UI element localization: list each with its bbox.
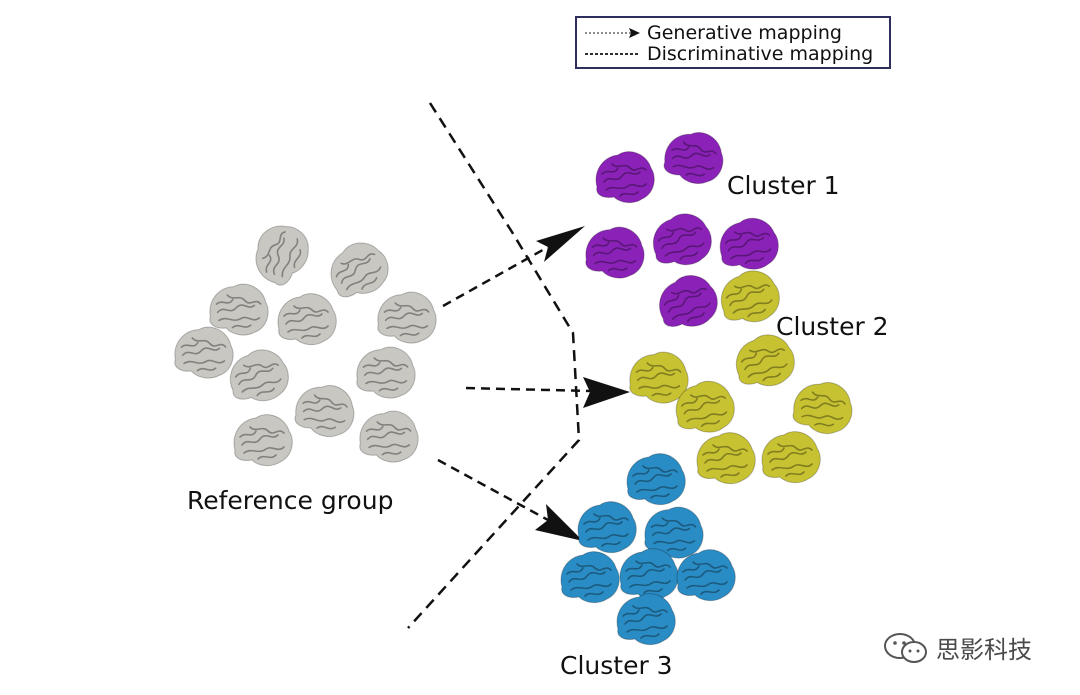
legend-box: Generative mapping Discriminative mappin… [575, 16, 891, 69]
cluster1-brain-icon [652, 213, 712, 266]
reference-brain-icon [330, 242, 389, 298]
cluster1-label: Cluster 1 [727, 171, 840, 200]
reference-brain-icon [233, 414, 293, 467]
reference-group-label: Reference group [187, 486, 394, 515]
reference-brain-icon [229, 349, 289, 402]
cluster3-brain-icon [616, 593, 676, 646]
cluster3-brain-icon [560, 551, 620, 604]
cluster2-brain-icon [675, 380, 735, 433]
wechat-icon [884, 632, 927, 663]
cluster2-brain-icon [761, 431, 821, 484]
legend-label-generative: Generative mapping [647, 21, 842, 44]
reference-brain-group [174, 225, 437, 467]
cluster2-brain-icon [720, 270, 780, 323]
discriminative-line-sample-icon [585, 53, 639, 55]
reference-brain-icon [294, 385, 355, 438]
cluster2-brain-icon [792, 382, 853, 435]
reference-brain-icon [209, 283, 269, 336]
cluster2-label: Cluster 2 [776, 312, 889, 341]
generative-arrow-sample-icon [585, 28, 640, 38]
cluster3-brain-icon [619, 548, 679, 601]
generative-arrow-cluster2 [465, 377, 630, 408]
discriminative-boundary-line [407, 102, 581, 629]
cluster2-brain-icon [696, 432, 756, 485]
cluster1-brain-icon [595, 151, 655, 204]
reference-brain-icon [356, 346, 416, 399]
reference-brain-icon [359, 410, 419, 463]
legend-item-generative: Generative mapping [583, 22, 842, 44]
cluster3-brain-group [560, 453, 736, 646]
cluster3-brain-icon [644, 506, 704, 559]
watermark: 思影科技 [882, 630, 1032, 665]
legend-label-discriminative: Discriminative mapping [647, 42, 874, 65]
cluster1-brain-icon [585, 226, 645, 279]
cluster2-brain-group [629, 270, 853, 485]
reference-brain-icon [277, 293, 337, 346]
cluster1-brain-icon [719, 217, 779, 270]
reference-brain-icon [255, 225, 309, 286]
cluster3-label: Cluster 3 [560, 651, 673, 680]
watermark-text: 思影科技 [936, 636, 1032, 664]
cluster1-brain-icon [659, 275, 718, 327]
generative-arrow-cluster3 [437, 458, 583, 541]
cluster3-brain-icon [626, 453, 686, 506]
generative-arrow-cluster1 [442, 226, 585, 308]
reference-brain-icon [174, 326, 234, 379]
cluster1-brain-icon [663, 132, 724, 185]
cluster3-brain-icon [676, 549, 736, 602]
cluster2-brain-icon [735, 334, 795, 387]
cluster2-brain-icon [629, 351, 689, 404]
cluster3-brain-icon [577, 501, 637, 554]
cluster1-brain-group [585, 132, 779, 327]
reference-brain-icon [377, 291, 437, 344]
legend-item-discriminative: Discriminative mapping [583, 43, 873, 65]
